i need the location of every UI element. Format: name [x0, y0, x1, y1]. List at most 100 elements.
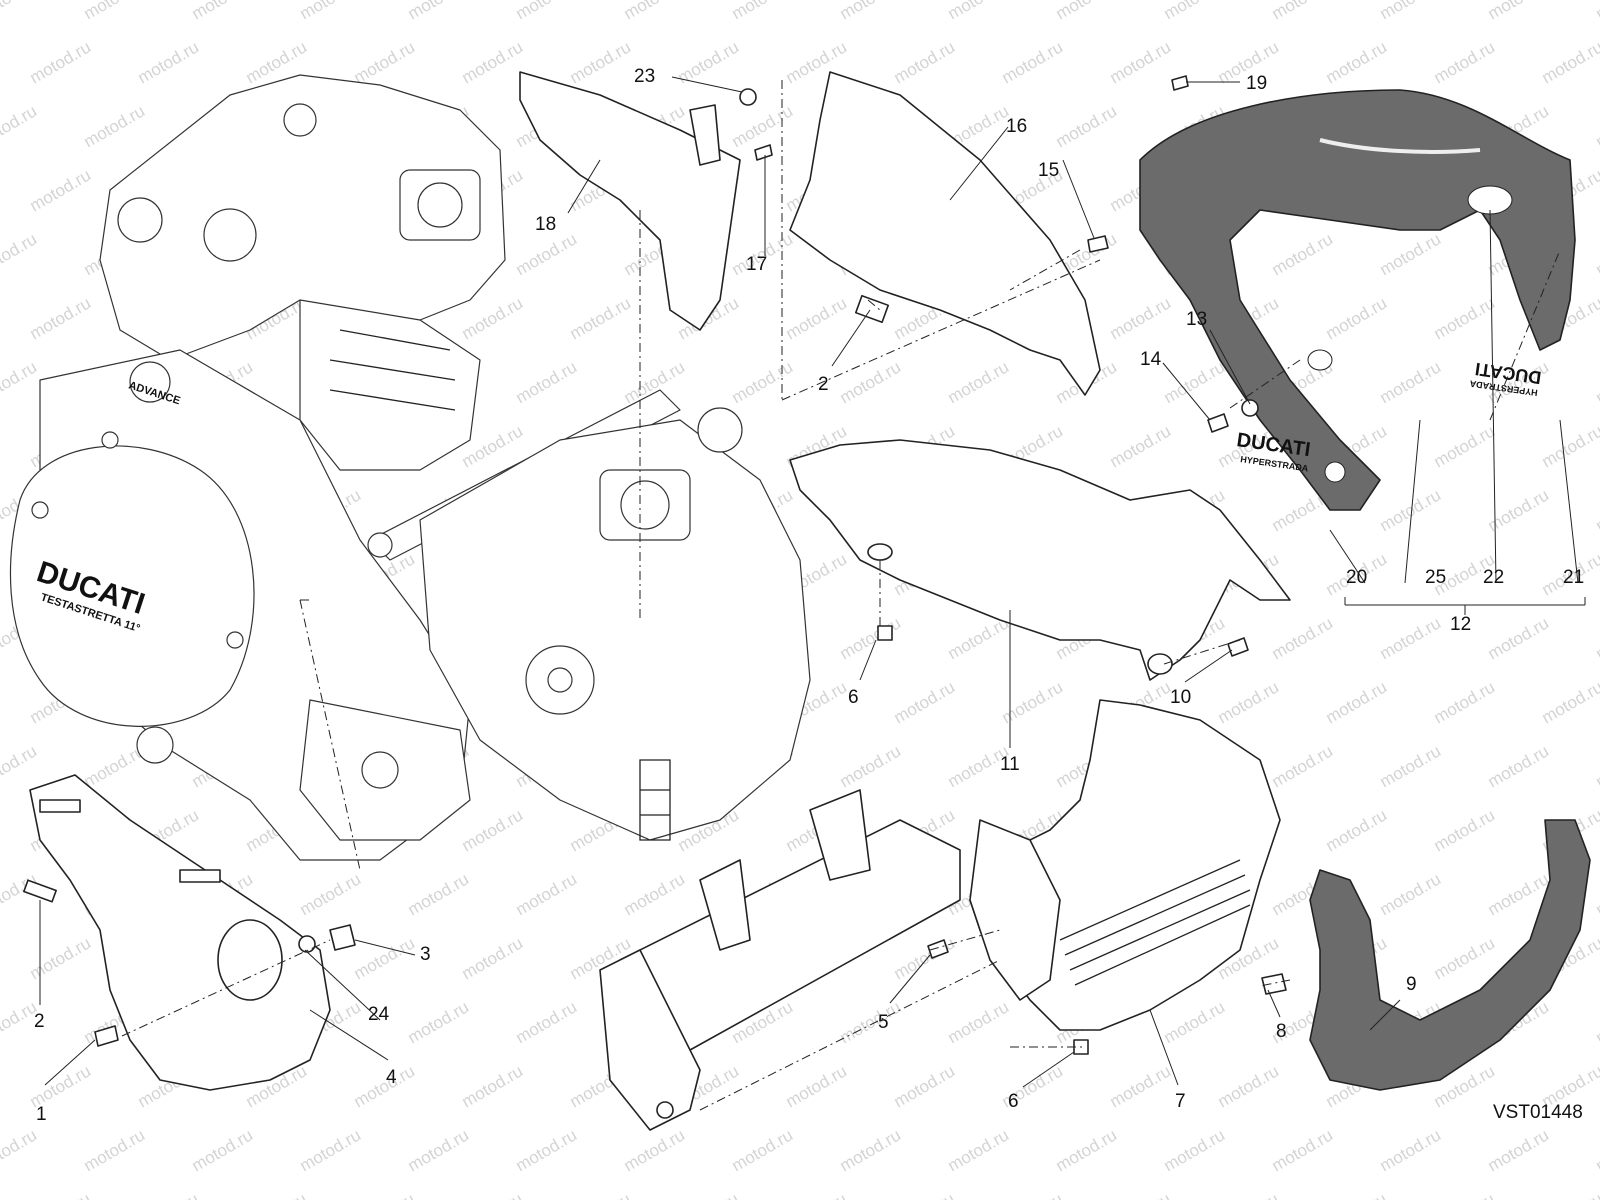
- sump-boss: [361, 751, 399, 789]
- watermark-text: motod.ru: [297, 1125, 365, 1175]
- watermark-text: motod.ru: [1269, 0, 1337, 23]
- radiator-assembly: [599, 789, 961, 1131]
- watermark-text: motod.ru: [1377, 741, 1445, 791]
- watermark-text: motod.ru: [0, 1125, 40, 1175]
- part-12-group-bracket: [1344, 597, 1586, 615]
- callout-17: 17: [746, 254, 767, 275]
- watermark-text: motod.ru: [1161, 997, 1229, 1047]
- callout-8: 8: [1276, 1021, 1287, 1042]
- part-15-screw[interactable]: [1087, 235, 1109, 253]
- watermark-text: motod.ru: [0, 0, 40, 23]
- part-23-fastener[interactable]: [739, 88, 757, 106]
- part-11-lower-side-panel[interactable]: [789, 439, 1291, 681]
- part-8-spacer[interactable]: [1261, 973, 1287, 995]
- part-17-screw[interactable]: [754, 144, 773, 161]
- generator-cover: [9, 445, 255, 727]
- part-5-screw[interactable]: [927, 939, 949, 959]
- callout-11: 11: [1000, 754, 1020, 775]
- watermark-text: motod.ru: [351, 37, 419, 87]
- part-16-side-panel[interactable]: [789, 71, 1101, 396]
- callout-15: 15: [1038, 160, 1059, 181]
- callout-labels: 1 2 3 4 5 6 6 7 8 9 10 11 12 13 14 15 16…: [34, 66, 1584, 1125]
- callout-4: 4: [386, 1067, 397, 1088]
- advance-badge: [129, 361, 171, 403]
- watermark-text: motod.ru: [1539, 37, 1600, 87]
- part-14-screw[interactable]: [1207, 413, 1229, 433]
- watermark-text: motod.ru: [837, 357, 905, 407]
- watermark-text: motod.ru: [675, 1189, 743, 1200]
- part-7-side-panel[interactable]: [969, 819, 1061, 1001]
- callout-1: 1: [36, 1104, 47, 1125]
- exhaust-port-bore: [620, 480, 670, 530]
- watermark-text: motod.ru: [783, 293, 851, 343]
- watermark-text: motod.ru: [1431, 37, 1499, 87]
- watermark-text: motod.ru: [1269, 613, 1337, 663]
- callout-2-upper: 2: [818, 374, 829, 395]
- part-1-screw[interactable]: [94, 1025, 119, 1047]
- watermark-text: motod.ru: [0, 101, 40, 151]
- watermark-text: motod.ru: [1323, 677, 1391, 727]
- part-11-grommet: [1147, 653, 1173, 675]
- oil-filter-grille: [639, 759, 671, 841]
- part-2-clip-lower[interactable]: [23, 879, 57, 903]
- watermark-text: motod.ru: [1269, 1125, 1337, 1175]
- part-3-spacer[interactable]: [329, 924, 356, 951]
- watermark-text: motod.ru: [945, 997, 1013, 1047]
- drawing-code: VST01448: [1493, 1102, 1583, 1123]
- callout-19: 19: [1246, 73, 1267, 94]
- part-19-screw[interactable]: [1171, 75, 1189, 91]
- callout-25: 25: [1425, 567, 1446, 588]
- part-2-clip-upper[interactable]: [854, 294, 890, 324]
- watermark-text: motod.ru: [1269, 741, 1337, 791]
- engine-assembly: DUCATI TESTASTRETTA 11° ADVANCE: [9, 74, 811, 861]
- watermark-text: motod.ru: [1539, 1189, 1600, 1200]
- watermark-text: motod.ru: [405, 0, 473, 23]
- intake-port-bore: [417, 182, 463, 228]
- watermark-text: motod.ru: [0, 229, 40, 279]
- part-18-upper-heat-shield[interactable]: [519, 71, 741, 331]
- part-24-washer[interactable]: [298, 935, 316, 953]
- callout-20: 20: [1346, 567, 1367, 588]
- watermark-text: motod.ru: [1593, 357, 1600, 407]
- watermark-text: motod.ru: [1593, 869, 1600, 919]
- watermark-text: motod.ru: [351, 1061, 419, 1111]
- watermark-text: motod.ru: [1593, 229, 1600, 279]
- part-9-lower-right-panel[interactable]: [1309, 819, 1591, 1091]
- watermark-text: motod.ru: [891, 37, 959, 87]
- watermark-text: motod.ru: [459, 37, 527, 87]
- callout-22: 22: [1483, 567, 1504, 588]
- watermark-text: motod.ru: [27, 37, 95, 87]
- watermark-text: motod.ru: [135, 1189, 203, 1200]
- watermark-text: motod.ru: [729, 0, 797, 23]
- radiator-mount-hole: [656, 1101, 674, 1119]
- part-23-bracket[interactable]: [689, 104, 721, 166]
- watermark-text: motod.ru: [1107, 293, 1175, 343]
- watermark-text: motod.ru: [1377, 613, 1445, 663]
- part-6-screw-upper[interactable]: [877, 625, 893, 641]
- watermark-text: motod.ru: [837, 997, 905, 1047]
- watermark-text: motod.ru: [1431, 293, 1499, 343]
- watermark-text: motod.ru: [1539, 677, 1600, 727]
- part-4-cutout: [217, 919, 283, 1001]
- watermark-text: motod.ru: [1107, 37, 1175, 87]
- part-22-emblem[interactable]: [1467, 185, 1513, 215]
- watermark-text: motod.ru: [0, 741, 40, 791]
- watermark-text: motod.ru: [1053, 0, 1121, 23]
- callout-24: 24: [368, 1004, 390, 1025]
- watermark-text: motod.ru: [1431, 1189, 1499, 1200]
- callout-6-upper: 6: [848, 687, 859, 708]
- watermark-text: motod.ru: [81, 101, 149, 151]
- part-13-washer[interactable]: [1241, 399, 1259, 417]
- watermark-text: motod.ru: [1377, 357, 1445, 407]
- callout-7: 7: [1175, 1091, 1186, 1112]
- watermark-text: motod.ru: [405, 869, 473, 919]
- radiator-side-tank: [599, 949, 701, 1131]
- part-12-mount-hole: [1324, 461, 1346, 483]
- watermark-text: motod.ru: [891, 1189, 959, 1200]
- watermark-text: motod.ru: [891, 933, 959, 983]
- watermark-text: motod.ru: [837, 1125, 905, 1175]
- part-12-front-fairing[interactable]: [1139, 89, 1576, 511]
- watermark-text: motod.ru: [891, 1061, 959, 1111]
- part-4-lower-left-fairing[interactable]: [29, 774, 331, 1091]
